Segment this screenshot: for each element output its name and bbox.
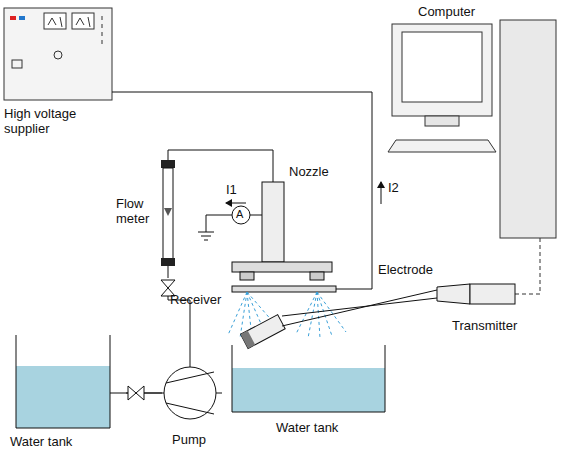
water-tank	[232, 345, 385, 412]
current-label: I1	[226, 182, 237, 197]
nozzle	[232, 182, 336, 292]
current-arrow	[226, 203, 246, 204]
pump	[164, 367, 216, 419]
part-label: Receiver	[170, 292, 221, 307]
part-label: Water tank	[276, 420, 338, 435]
part-label: Water tank	[10, 434, 72, 449]
receiver	[241, 315, 286, 349]
device-label: High voltage supplier	[4, 106, 94, 136]
computer	[388, 20, 556, 238]
power-supply	[4, 8, 112, 100]
ammeter	[232, 206, 250, 224]
ground-symbol	[198, 232, 214, 240]
part-label: Transmitter	[452, 318, 517, 333]
valve	[128, 386, 144, 400]
part-label: Flow meter	[116, 196, 160, 226]
part-label: Electrode	[378, 262, 433, 277]
current-arrow	[381, 182, 382, 204]
hv-wire	[112, 92, 372, 289]
meter-symbol: A	[236, 208, 243, 221]
laser-beam	[282, 290, 437, 326]
water-tank	[16, 335, 110, 428]
flow-meter	[161, 160, 175, 266]
transmitter	[437, 284, 515, 304]
part-label: Pump	[172, 432, 206, 447]
current-label: I2	[388, 180, 399, 195]
part-label: Nozzle	[289, 164, 329, 179]
device-label: Computer	[418, 4, 475, 19]
data-cable	[515, 238, 540, 294]
